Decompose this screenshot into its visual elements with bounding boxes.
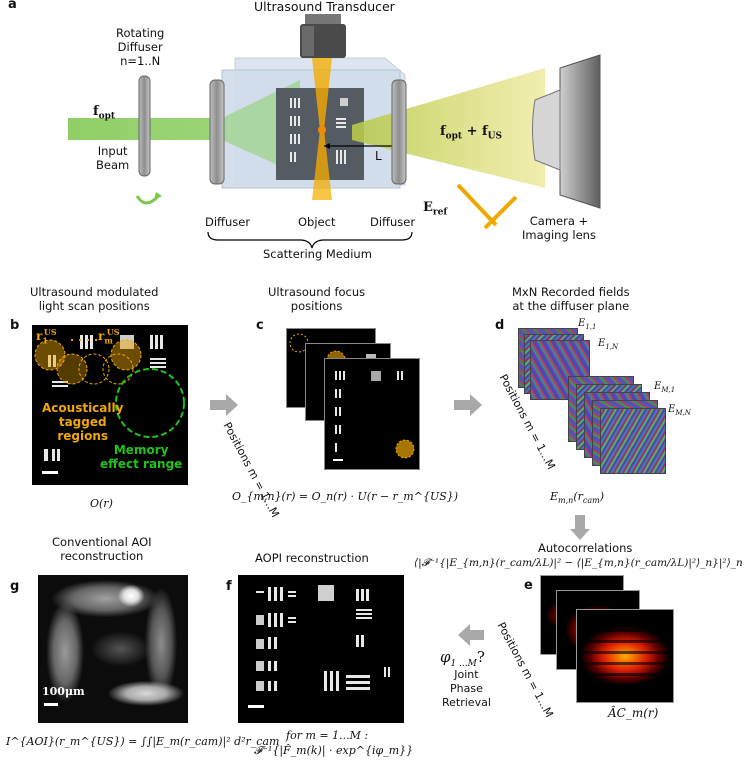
r1-label: r1US [36, 327, 57, 346]
rm-label: rmUS [98, 327, 120, 346]
dots-label: . . . . [70, 331, 99, 344]
object-bars [290, 98, 348, 164]
panel-d-title: MxN Recorded fields at the diffuser plan… [512, 285, 630, 313]
ultrasound-spot [318, 126, 326, 134]
panel-c-caption: O_{m,n}(r) = O_n(r) · U(r − r_m^{US}) [232, 490, 459, 503]
transducer-cap [305, 14, 341, 24]
scattering-label: Scattering Medium [263, 247, 372, 261]
panel-d-letter: d [495, 318, 505, 333]
f-sum-label: fopt + fUS [440, 124, 502, 142]
panel-c-frame-3 [324, 358, 420, 470]
e-ref-label: Eref [423, 200, 448, 218]
f-opt-label: fopt [93, 104, 116, 122]
output-beam [352, 68, 545, 188]
diffuser-right-label: Diffuser [370, 215, 416, 229]
emn-label: EM,N [668, 404, 691, 417]
panel-g-scale-label: 100μm [42, 685, 85, 698]
object-label: Object [298, 215, 336, 229]
diffuser-right [391, 79, 407, 185]
panel-c-letter: c [256, 318, 264, 333]
panel-e-title: Autocorrelations [538, 541, 633, 555]
e-ref-mirror [483, 195, 518, 230]
rotating-diffuser [138, 75, 151, 177]
panel-b-title: Ultrasound modulated light scan position… [30, 285, 159, 313]
tagged-circles [34, 339, 185, 438]
rotating-diffuser-label: Rotating Diffuser n=1..N [116, 26, 165, 68]
transducer-label: Ultrasound Transducer [254, 0, 395, 14]
memory-effect-circle [115, 368, 185, 438]
tagged-label: Acoustically tagged regions [42, 401, 124, 443]
panel-f-title: AOPI reconstruction [255, 551, 369, 565]
panel-f-letter: f [226, 579, 232, 594]
panel-b-image: r1US . . . . rmUS Acoustically tagged re… [32, 325, 188, 485]
L-label: L [375, 149, 382, 163]
camera-lens [532, 89, 561, 171]
e1n-label: E1,N [598, 338, 619, 351]
panel-a-letter: a [8, 0, 17, 12]
panel-c-title: Ultrasound focus positions [268, 285, 366, 313]
camera-label: Camera + Imaging lens [522, 214, 596, 242]
panel-e-formula: ⟨|𝓕⁻¹{|E_{m,n}(r_cam/λL)|² − ⟨|E_{m,n}(r… [414, 557, 743, 569]
em1-label: EM,1 [654, 381, 676, 394]
panel-g-letter: g [10, 579, 20, 594]
scattering-bracket [207, 231, 413, 249]
panel-e-letter: e [524, 578, 533, 593]
panel-g-image: 100μm [38, 575, 188, 723]
panel-f-caption-1: for m = 1...M : [286, 729, 369, 742]
diffuser-left [209, 79, 225, 185]
panel-d-caption: Em,n(rcam) [550, 490, 605, 506]
e11-label: E1,1 [578, 318, 597, 331]
diffuser-left-label: Diffuser [205, 215, 251, 229]
panel-f-caption-2: 𝓕⁻¹{|F̂_m(k)| · exp^{iφ_m}} [254, 744, 414, 757]
phase-retrieval-text: Joint Phase Retrieval [442, 668, 491, 709]
panel-b-letter: b [10, 318, 20, 333]
input-beam-label: Input Beam [96, 144, 130, 172]
phi-label: φ1 ...M? [440, 648, 485, 669]
panel-g-scalebar [44, 703, 58, 706]
panel-b-caption: O(r) [90, 497, 113, 510]
panel-f-image [238, 575, 404, 723]
panel-g-caption: I^{AOI}(r_m^{US}) = ∫∫|E_m(r_cam)|² d²r_… [6, 735, 280, 748]
panel-g-title: Conventional AOI reconstruction [52, 535, 152, 563]
e-ref-beam [456, 183, 498, 227]
memory-label: Memory effect range [100, 443, 183, 471]
panel-e-caption: ÂC_m(r) [608, 706, 659, 720]
